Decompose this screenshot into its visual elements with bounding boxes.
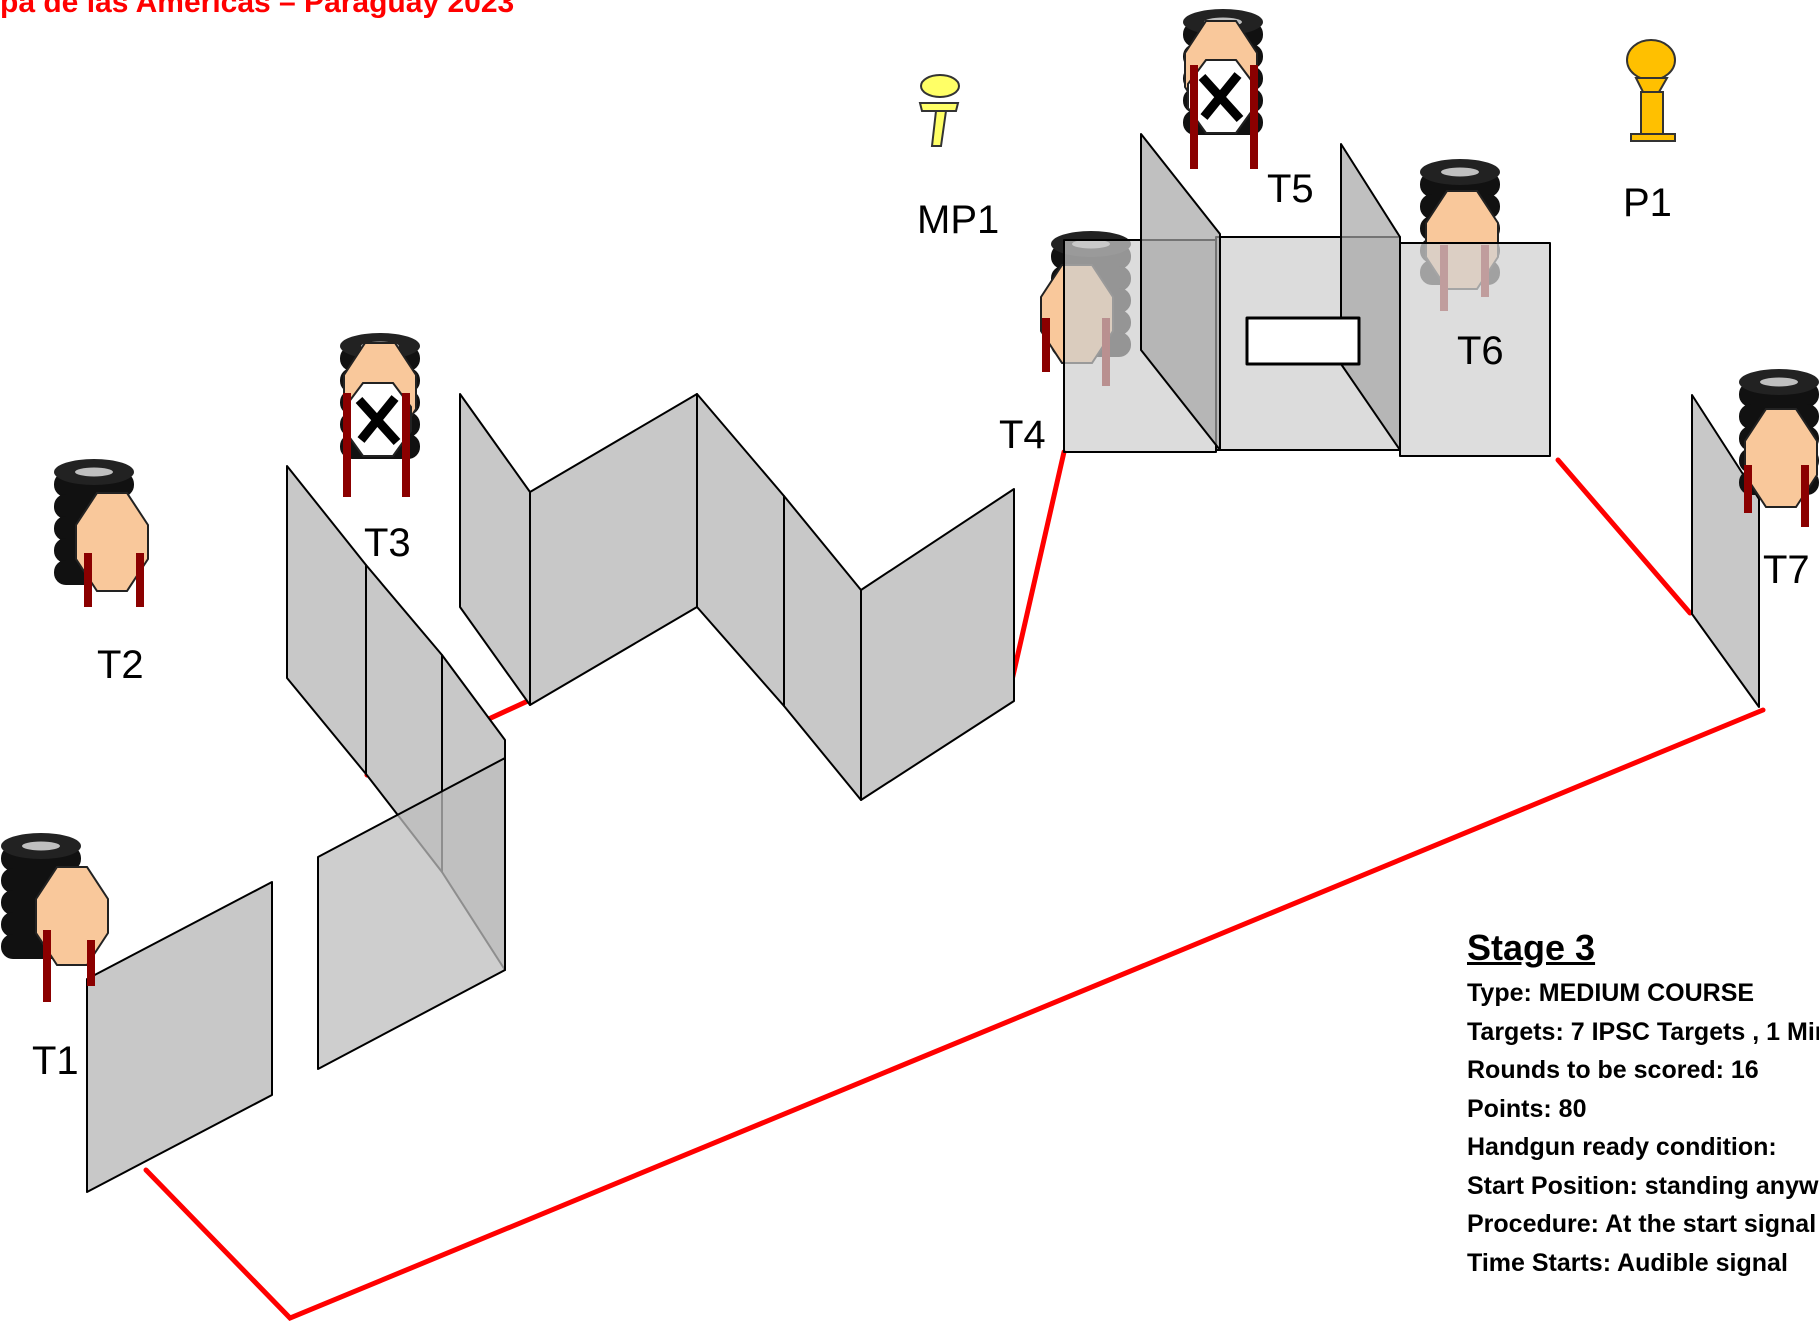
info-type: Type: MEDIUM COURSE xyxy=(1467,979,1755,1007)
info-ready-condition: Handgun ready condition: xyxy=(1467,1133,1777,1161)
target-t3 xyxy=(340,333,420,497)
target-t1 xyxy=(1,833,109,1002)
target-t7 xyxy=(1739,369,1819,527)
target-t5 xyxy=(1183,9,1263,169)
info-start-position: Start Position: standing anywhere in the… xyxy=(1467,1171,1819,1200)
walls xyxy=(86,133,1760,1193)
info-points: Points: 80 xyxy=(1467,1094,1587,1123)
label-t6: T6 xyxy=(1457,329,1504,373)
label-t1: T1 xyxy=(32,1039,79,1083)
mini-popper-mp1 xyxy=(918,74,960,147)
label-mp1: MP1 xyxy=(917,198,999,242)
target-t2 xyxy=(54,459,149,607)
stage-title: Stage 3 xyxy=(1467,928,1596,968)
label-t7: T7 xyxy=(1763,548,1810,592)
info-rounds: Rounds to be scored: 16 xyxy=(1467,1056,1759,1084)
label-t2: T2 xyxy=(97,643,144,687)
label-t4: T4 xyxy=(999,413,1046,457)
info-targets: Targets: 7 IPSC Targets , 1 Minipopper, … xyxy=(1467,1017,1819,1046)
label-p1: P1 xyxy=(1623,181,1672,225)
label-t3: T3 xyxy=(364,521,411,565)
match-title: pa de las Americas – Paraguay 2023 xyxy=(0,0,515,19)
labels: T1 T2 T3 T4 T5 T6 T7 MP1 P1 xyxy=(32,167,1810,1083)
info-procedure: Procedure: At the start signal engage ta… xyxy=(1467,1210,1819,1238)
popper-p1 xyxy=(1626,39,1676,142)
info-time-starts: Time Starts: Audible signal xyxy=(1467,1248,1788,1277)
label-t5: T5 xyxy=(1267,167,1314,211)
stage-info-panel: Stage 3 Type: MEDIUM COURSE Targets: 7 I… xyxy=(1467,928,1819,1282)
